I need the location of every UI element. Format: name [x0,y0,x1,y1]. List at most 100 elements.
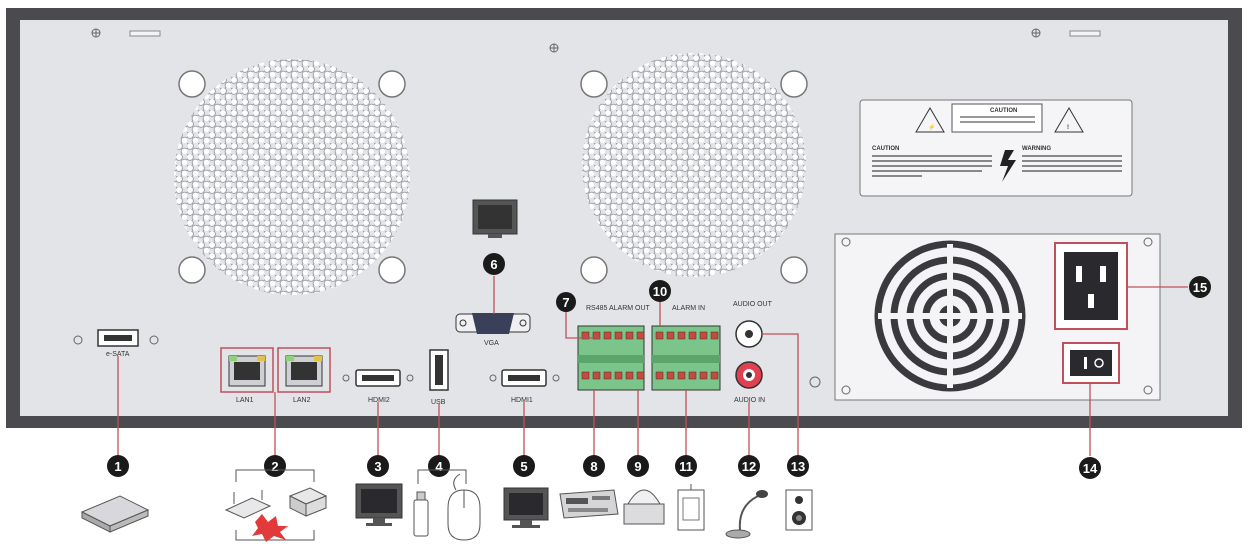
fan-grille-center [580,53,808,284]
caution-header-text: CAUTION [990,108,1017,114]
callout-badges: 1 2 3 4 5 6 7 8 9 10 11 12 13 14 15 [107,253,1211,479]
terminal-screw [592,371,601,380]
microphone-icon [725,490,768,539]
svg-text:7: 7 [562,295,569,310]
ground-screw [809,376,821,388]
callout-11: 11 [675,455,697,477]
svg-text:⚡: ⚡ [928,123,935,131]
hard-drive-icon [80,495,150,533]
svg-text:5: 5 [520,459,527,474]
callout-4: 4 [428,455,450,477]
svg-text:2: 2 [271,459,278,474]
audio-out-label: AUDIO OUT [733,301,773,308]
callout-3: 3 [367,455,389,477]
svg-text:10: 10 [653,284,667,299]
terminal-screw [614,371,623,380]
usb-bracket [417,469,467,484]
terminal-screws [581,331,719,380]
audio-in-label: AUDIO IN [734,397,765,404]
hdmi2-label: HDMI2 [368,397,390,404]
svg-text:!: ! [1067,125,1069,131]
callout-12: 12 [738,455,760,477]
hdmi2-port: HDMI2 [342,369,414,404]
alarm-sensor-icon [677,484,705,531]
terminal-screw [655,371,664,380]
callout-lines [117,276,1188,456]
monitor-icon [503,487,549,528]
esata-label: e-SATA [106,351,130,358]
callout-6: 6 [483,253,505,275]
mouse-icon [447,473,481,541]
callout-15: 15 [1189,276,1211,298]
svg-text:4: 4 [435,459,443,474]
terminal-screw [655,331,664,340]
svg-text:6: 6 [490,257,497,272]
ptz-keyboard-icon [559,489,619,519]
terminal-screw [614,331,623,340]
terminal-screw [592,331,601,340]
audio-in-jack: AUDIO IN [734,361,765,404]
caution-text: CAUTION [872,146,899,152]
callout-2: 2 [264,455,286,477]
lan-bracket [235,469,315,482]
hdmi1-port: HDMI1 [489,369,560,404]
hdmi-monitor-icon [355,483,403,526]
terminal-screw [625,371,634,380]
network-burst-icon [252,514,288,542]
terminal-screw [699,331,708,340]
terminal-screw [666,331,675,340]
terminal-screw [699,371,708,380]
terminal-screw [688,331,697,340]
terminal-screw [677,331,686,340]
callout-7: 7 [556,292,576,312]
top-screws [91,28,1101,53]
terminal-screw [603,331,612,340]
alarm-in-label: ALARM IN [672,305,705,312]
terminal-screw [677,371,686,380]
lan-bracket-bottom [235,530,315,541]
usb-label: USB [431,399,446,406]
usb-drive-icon [413,491,429,537]
callout-14: 14 [1079,457,1101,479]
esata-port: e-SATA [73,329,159,358]
terminal-screw [581,371,590,380]
terminal-screw [636,331,645,340]
callout-8: 8 [583,455,605,477]
callout-13: 13 [787,455,809,477]
lan2-label: LAN2 [293,397,311,404]
callout-1: 1 [107,455,129,477]
terminal-screw [581,331,590,340]
vga-monitor-icon [472,199,518,238]
power-switch [1062,342,1120,384]
warning-label: ⚡ CAUTION ! CAUTION WARNING [859,99,1133,197]
terminal-screw [666,371,675,380]
terminal-screw [636,371,645,380]
terminal-screw [710,371,719,380]
vga-port: VGA [455,313,531,347]
terminal-screw [625,331,634,340]
terminal-screw [688,371,697,380]
router-icon [224,490,272,519]
fan-grille-left [174,59,410,295]
rs485-alarm-out-label: RS485 ALARM OUT [586,305,651,312]
speaker-icon [785,489,813,531]
power-inlet [1054,242,1128,330]
lan-ports: LAN1 LAN2 [220,347,331,404]
usb-port: USB [429,349,449,406]
callout-9: 9 [627,455,649,477]
ptz-camera-icon [623,489,665,525]
alarm-in-terminal: ALARM IN [651,305,721,391]
terminal-screw [603,371,612,380]
nvr-device-icon [288,487,328,517]
svg-text:11: 11 [679,459,693,474]
svg-text:13: 13 [791,459,805,474]
vga-label: VGA [484,340,499,347]
svg-text:3: 3 [374,459,381,474]
callout-10: 10 [649,280,671,302]
svg-text:15: 15 [1193,280,1207,295]
hdmi1-label: HDMI1 [511,397,533,404]
svg-text:12: 12 [742,459,756,474]
warning-text: WARNING [1022,146,1051,152]
callout-5: 5 [513,455,535,477]
